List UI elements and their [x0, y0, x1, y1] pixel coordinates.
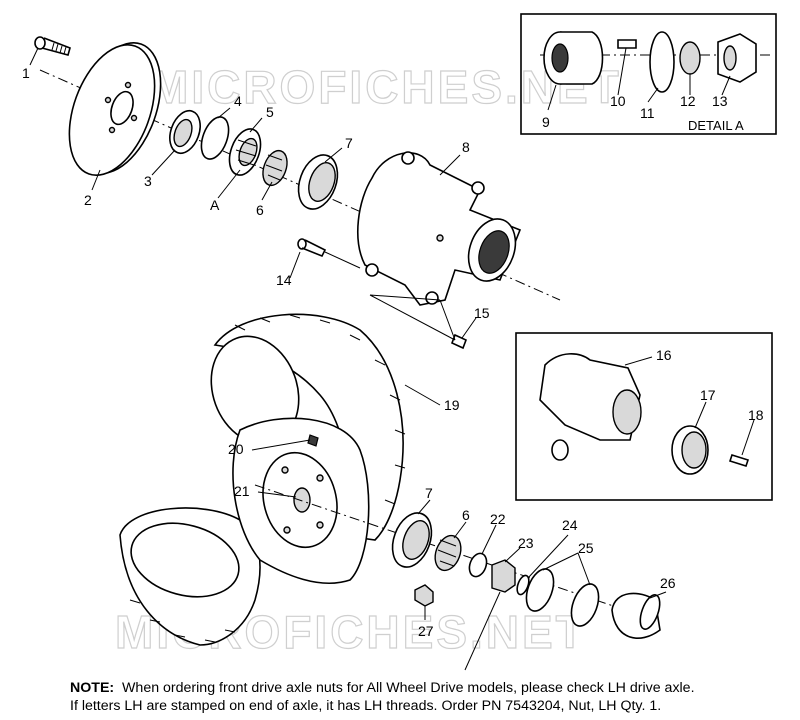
- part-front-hub: [357, 151, 522, 306]
- part-alt-hub: [539, 353, 642, 461]
- callout-5: 5: [266, 104, 274, 120]
- ordering-note: NOTE: When ordering front drive axle nut…: [70, 679, 790, 715]
- callout-17: 17: [700, 387, 716, 403]
- part-cap-screw: [728, 454, 750, 467]
- callout-12: 12: [680, 93, 696, 109]
- part-bearing-cup: [297, 154, 339, 210]
- part-lug-nut-small: [450, 333, 468, 350]
- detail-a-box: [520, 13, 777, 135]
- callout-15: 15: [474, 305, 490, 321]
- callout-1: 1: [22, 65, 30, 81]
- callout-3: 3: [144, 173, 152, 189]
- part-dust-cap: [611, 592, 661, 639]
- note-line-2: If letters LH are stamped on end of axle…: [70, 698, 662, 714]
- part-hub-cap-assembly: [671, 425, 709, 475]
- part-bearing-cone-lower: [434, 534, 462, 572]
- detail-a-adapter: [543, 31, 604, 85]
- detail-a-title: DETAIL A: [688, 118, 744, 133]
- detail-a-washer: [649, 31, 675, 93]
- part-bearing-cone: [262, 149, 288, 187]
- callout-13: 13: [712, 93, 728, 109]
- watermark-top: MICROFICHES.NET: [150, 61, 622, 113]
- note-line-1: When ordering front drive axle nuts for …: [122, 680, 695, 696]
- part-bolt: [34, 36, 71, 56]
- callout-4: 4: [234, 93, 242, 109]
- callout-6: 6: [256, 202, 264, 218]
- part-o-ring-b: [570, 583, 600, 627]
- detail-a-cone-washer: [679, 41, 701, 75]
- part-hub-adapter: [228, 128, 262, 176]
- callout-a: A: [210, 197, 220, 213]
- alt-hub-box: [515, 332, 773, 501]
- detail-a-axle-nut: [717, 33, 757, 83]
- callout-25: 25: [578, 540, 594, 556]
- leader-lines: [29, 47, 755, 671]
- note-label: NOTE:: [70, 680, 115, 696]
- callout-20: 20: [228, 441, 244, 457]
- callout-11: 11: [640, 105, 655, 121]
- part-tire: [119, 313, 406, 646]
- callout-16: 16: [656, 347, 672, 363]
- part-axle-nut: [491, 559, 516, 593]
- callout-7-lower: 7: [425, 485, 433, 501]
- callout-14: 14: [276, 272, 292, 288]
- part-bearing-cup-lower: [391, 512, 433, 568]
- part-o-ring-a: [525, 568, 555, 612]
- callout-6-lower: 6: [462, 507, 470, 523]
- callout-22: 22: [490, 511, 506, 527]
- callout-23: 23: [518, 535, 534, 551]
- part-wheel-stud: [297, 238, 327, 258]
- part-lug-nut: [414, 584, 434, 607]
- callout-21: 21: [234, 483, 250, 499]
- part-snap-ring: [200, 116, 230, 160]
- part-washer: [468, 552, 488, 578]
- callout-18: 18: [748, 407, 764, 423]
- callout-27: 27: [418, 623, 434, 639]
- callout-9: 9: [542, 114, 550, 130]
- part-seal: [169, 109, 201, 155]
- detail-a-cotter-pin: [617, 39, 637, 49]
- callout-7: 7: [345, 135, 353, 151]
- callouts: 1 2 3 4 5 A 6 7 8 9 10 11 12 13 14 15 16…: [22, 65, 764, 639]
- callout-10: 10: [610, 93, 626, 109]
- stud-guide-lines: [324, 251, 456, 341]
- part-brake-disc: [68, 41, 162, 177]
- callout-2: 2: [84, 192, 92, 208]
- callout-8: 8: [462, 139, 470, 155]
- callout-26: 26: [660, 575, 676, 591]
- callout-19: 19: [444, 397, 460, 413]
- callout-24: 24: [562, 517, 578, 533]
